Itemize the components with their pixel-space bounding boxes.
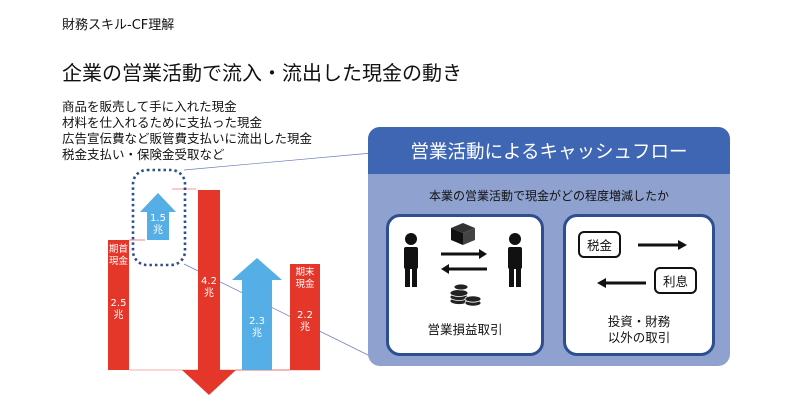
- interest-label: 利息: [654, 267, 698, 294]
- box-icon: [451, 223, 475, 245]
- bullet-item: 材料を仕入れるために支払った現金: [62, 115, 263, 130]
- arrow-right-icon: [441, 249, 487, 259]
- financing-arrow: [232, 258, 282, 370]
- highlight-dotted-box: [131, 168, 187, 267]
- closing-cash-bar: [290, 264, 320, 370]
- header-text: 財務スキル-CF理解: [62, 18, 175, 33]
- opening-cash-bar: [108, 240, 129, 370]
- panel-subtitle: 本業の営業活動で現金がどの程度増減したか: [428, 189, 669, 203]
- card1-label: 営業損益取引: [427, 322, 503, 337]
- bullet-item: 商品を販売して手に入れた現金: [62, 99, 237, 114]
- person-icon: [404, 233, 418, 287]
- tax-label: 税金: [578, 231, 622, 258]
- person-icon: [508, 233, 522, 287]
- operating-transactions-card: 営業損益取引: [386, 214, 544, 356]
- closing-cash-label: 期末現金: [295, 267, 315, 290]
- other-transactions-card: 税金 利息 投資・財務 以外の取引: [563, 214, 715, 356]
- outflow-arrow: [182, 190, 236, 395]
- page-title: 企業の営業活動で流入・流出した現金の動き: [62, 61, 462, 85]
- inflow-arrow: [140, 193, 176, 240]
- card1-illustration: [404, 223, 522, 307]
- panel-title: 営業活動によるキャッシュフロー: [368, 127, 730, 174]
- arrow-left-icon: [441, 264, 487, 274]
- coins-icon: [449, 283, 482, 307]
- operating-cf-panel: 営業活動によるキャッシュフロー 本業の営業活動で現金がどの程度増減したか: [368, 127, 730, 366]
- bullet-item: 税金支払い・保険金受取など: [62, 147, 225, 162]
- arrow-right-icon: [638, 240, 687, 250]
- connector-line: [183, 152, 373, 171]
- card2-illustration: [597, 240, 687, 288]
- arrow-left-icon: [597, 278, 646, 288]
- card2-label-line1: 投資・財務: [607, 314, 671, 329]
- bullet-item: 広告宣伝費など販管費支払いに流出した現金: [62, 131, 313, 146]
- card2-label-line2: 以外の取引: [607, 330, 671, 345]
- opening-cash-label: 期首現金: [108, 244, 128, 267]
